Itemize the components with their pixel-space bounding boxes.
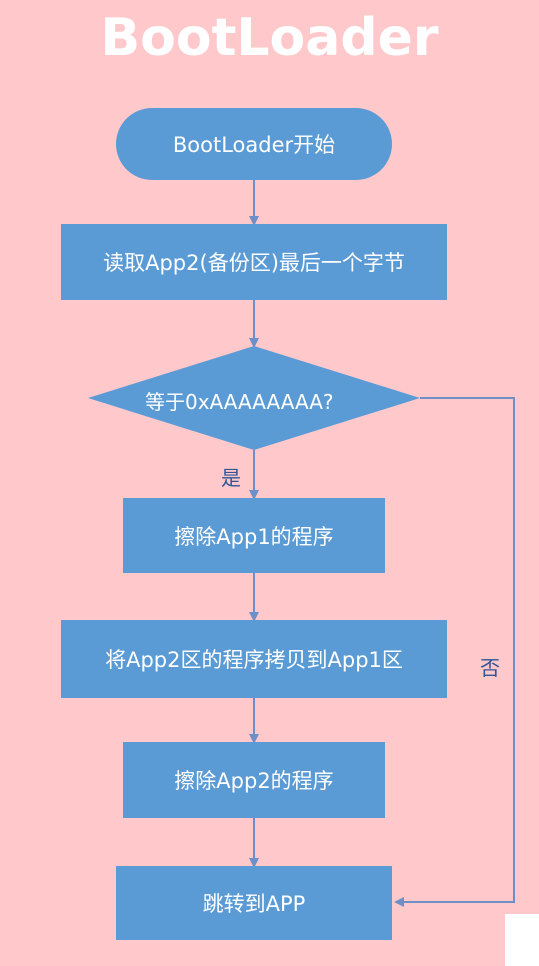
start-node-label: BootLoader开始 (172, 133, 336, 157)
erase-app1-label: 擦除App1的程序 (174, 524, 334, 549)
decision-label: 等于0xAAAAAAAA? (145, 390, 334, 414)
erase-app1-node: 擦除App1的程序 (123, 498, 385, 573)
no-edge-label: 否 (480, 656, 500, 680)
copy-app2-to-app1-node: 将App2区的程序拷贝到App1区 (61, 620, 447, 698)
copy-app2-to-app1-label: 将App2区的程序拷贝到App1区 (105, 648, 403, 672)
yes-edge-label: 是 (221, 466, 241, 490)
erase-app2-label: 擦除App2的程序 (174, 769, 334, 793)
diagram-title: BootLoader (100, 8, 439, 68)
read-last-byte-label: 读取App2(备份区)最后一个字节 (103, 251, 405, 275)
jump-to-app-label: 跳转到APP (202, 892, 306, 916)
jump-to-app-node: 跳转到APP (116, 866, 392, 940)
arrow-no-branch-to-jump (394, 397, 515, 907)
decision-diamond (88, 346, 420, 450)
erase-app2-node: 擦除App2的程序 (123, 742, 385, 818)
start-node: BootLoader开始 (116, 108, 392, 180)
read-last-byte-node: 读取App2(备份区)最后一个字节 (61, 224, 447, 300)
corner-white-tab (505, 914, 539, 966)
